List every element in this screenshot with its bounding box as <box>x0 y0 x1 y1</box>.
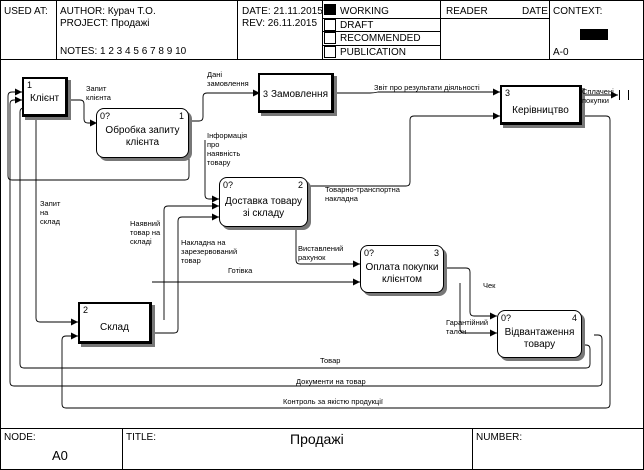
box-warehouse-num: 2 <box>83 305 89 315</box>
number-label: NUMBER: <box>476 432 523 443</box>
box-manager-label: Керівництво <box>512 105 569 116</box>
title-label: TITLE: <box>126 432 157 443</box>
box-warehouse[interactable]: 2 Склад <box>78 302 152 344</box>
arrow-waybill <box>306 112 500 187</box>
external-output-icon <box>619 90 629 100</box>
box-process-request[interactable]: 0? 1 Обробка запиту клієнта <box>96 108 189 158</box>
box-orders-label: Замовлення <box>271 89 328 100</box>
label-client-request: Запит клієнта <box>86 84 111 102</box>
box-delivery[interactable]: 0? 2 Доставка товару зі складу <box>219 177 308 227</box>
reader-date-label: DATE <box>522 6 548 17</box>
box-process-label: Обробка запиту клієнта <box>105 125 180 148</box>
arrow-documents <box>9 96 603 387</box>
rev-field: REV: 26.11.2015 <box>242 18 318 29</box>
arrow-goods <box>19 104 591 369</box>
label-stock-request: Запит на склад <box>40 199 61 226</box>
arrow-stock-request <box>35 117 78 326</box>
author-field: AUTHOR: Курач Т.О. <box>60 6 156 17</box>
label-documents: Документи на товар <box>296 377 366 386</box>
box-delivery-cost: 0? <box>223 180 234 190</box>
diagram-title: Продажі <box>290 431 344 447</box>
arrow-warranty <box>459 283 497 337</box>
arrow-availability-delivery <box>204 140 219 203</box>
arrow-invoice <box>295 225 360 268</box>
box-shipment-cost: 0? <box>501 313 512 323</box>
box-shipment-label: Відвантаження товару <box>504 327 575 350</box>
arrow-client-request <box>67 99 97 127</box>
label-paid-purchases: Сплачені покупки <box>582 87 614 105</box>
label-availability-info: Інформація про наявність товару <box>207 131 248 167</box>
label-receipt: Чек <box>483 281 496 290</box>
box-process-num: 1 <box>178 111 184 121</box>
label-reserved-invoice: Накладна на зарезервований товар <box>181 238 238 265</box>
box-client-label: Клієнт <box>29 93 60 104</box>
box-payment[interactable]: 0? 3 Оплата покупки клієнтом <box>360 245 444 293</box>
label-waybill: Товарно-транспортна накладна <box>325 185 400 203</box>
box-warehouse-label: Склад <box>100 322 129 333</box>
box-client[interactable]: 1 Клієнт <box>22 77 68 117</box>
box-payment-label: Оплата покупки клієнтом <box>365 262 439 285</box>
box-manager[interactable]: 3 Керівництво <box>500 85 582 125</box>
arrow-reserved-invoice <box>152 213 219 334</box>
status-recommended: RECOMMENDED <box>340 33 421 44</box>
box-manager-num: 3 <box>505 88 511 98</box>
box-payment-cost: 0? <box>364 248 375 258</box>
label-goods: Товар <box>320 356 341 365</box>
label-cash: Готівка <box>228 266 253 275</box>
arrow-quality <box>61 115 611 409</box>
box-payment-num: 3 <box>433 248 439 258</box>
label-report: Звіт про результати діяльності <box>374 83 480 92</box>
node-label: NODE: <box>4 432 36 443</box>
box-orders-num: 3 <box>263 89 269 99</box>
box-client-num: 1 <box>27 80 33 90</box>
arrow-receipt <box>430 267 497 320</box>
label-order-data: Дані замовлення <box>207 70 249 88</box>
box-process-cost: 0? <box>100 111 111 121</box>
label-quality: Контроль за якістю продукції <box>283 397 383 406</box>
project-field: PROJECT: Продажі <box>60 18 150 29</box>
arrow-goods-available <box>163 202 219 320</box>
arrow-order-data <box>189 89 260 122</box>
status-draft: DRAFT <box>340 20 374 31</box>
used-at-label: USED AT: <box>4 6 48 17</box>
label-goods-available: Наявний товар на складі <box>130 219 161 246</box>
arrow-availability-info <box>7 88 190 181</box>
arrow-report <box>334 88 500 96</box>
context-label: CONTEXT: <box>553 6 603 17</box>
box-orders[interactable]: 3 Замовлення <box>258 73 334 113</box>
box-delivery-num: 2 <box>297 180 303 190</box>
reader-label: READER <box>446 6 488 17</box>
date-field: DATE: 21.11.2015 <box>242 6 323 17</box>
node-value: A0 <box>52 448 68 463</box>
context-node: A-0 <box>553 47 569 58</box>
status-publication: PUBLICATION <box>340 47 406 58</box>
box-delivery-label: Доставка товару зі складу <box>225 196 302 219</box>
label-warranty: Гарантійний талон <box>446 318 489 336</box>
notes-field: NOTES: 1 2 3 4 5 6 7 8 9 10 <box>60 46 187 57</box>
label-invoice: Виставлений рахунок <box>298 244 344 262</box>
box-shipment-num: 4 <box>571 313 577 323</box>
status-working: WORKING <box>340 6 389 17</box>
box-shipment[interactable]: 0? 4 Відвантаження товару <box>497 310 582 358</box>
